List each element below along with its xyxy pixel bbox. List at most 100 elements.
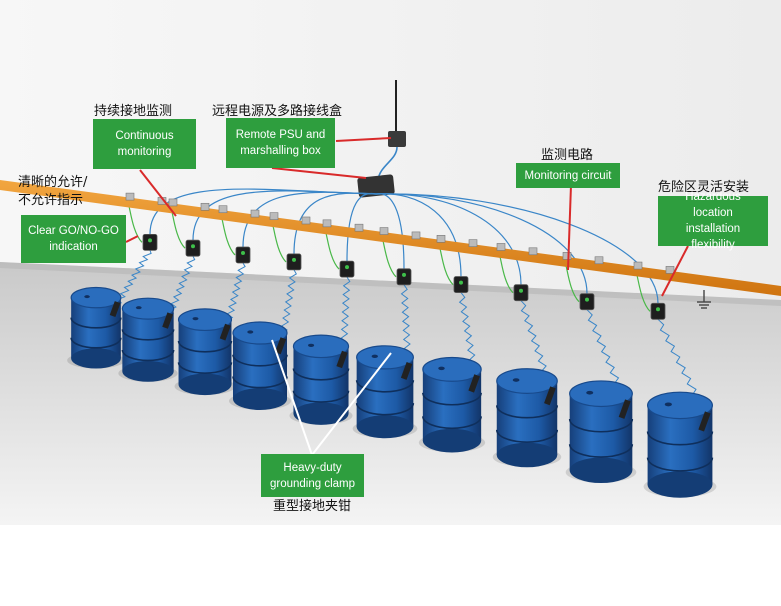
drum-rib <box>355 402 415 416</box>
drum <box>118 297 178 382</box>
drum <box>174 308 236 396</box>
drum-rib <box>568 444 634 458</box>
bar-connector <box>200 202 210 211</box>
clamp-pointer-lines <box>271 339 392 456</box>
drum-rib <box>355 380 415 393</box>
bar-connector <box>528 247 538 256</box>
drum-bottom <box>647 471 713 498</box>
drum-rib <box>177 362 233 374</box>
grounding-clamp <box>219 323 231 341</box>
remote-psu-box <box>388 131 406 147</box>
earth-ground-icon <box>697 290 711 309</box>
grounding-clamp <box>336 350 348 369</box>
coiled-cable <box>278 269 297 343</box>
label-clamp-cn: 重型接地夹钳 <box>273 499 352 514</box>
drum-bung <box>135 306 142 310</box>
drum-rib <box>568 418 634 433</box>
drum-rib <box>70 317 122 329</box>
drum-rib <box>121 329 175 341</box>
drums <box>67 286 717 498</box>
status-led <box>519 288 523 293</box>
status-led <box>345 265 349 270</box>
grounding-clamp <box>162 312 174 329</box>
drum <box>643 391 717 498</box>
go-nogo-indicator <box>286 253 302 271</box>
status-led <box>656 307 660 312</box>
drum-bottom <box>178 373 232 396</box>
status-led <box>191 244 195 249</box>
drum-lid <box>646 391 713 420</box>
callout-remote-psu: Remote PSU and marshalling box <box>226 118 335 168</box>
drum-bung <box>586 390 594 395</box>
grounding-clamp <box>618 399 631 419</box>
drum-bung <box>371 354 378 359</box>
grounding-clamp <box>544 386 556 406</box>
drum-lid <box>292 334 350 359</box>
label-monitoring-circuit-cn: 监测电路 <box>541 148 594 163</box>
drum-lid <box>569 380 633 408</box>
drum-rib <box>422 392 482 406</box>
drum-lid <box>121 297 175 320</box>
bar-connector <box>301 216 311 225</box>
bar-connector <box>633 261 643 270</box>
drum-lid <box>232 321 288 345</box>
label-hazardous-cn: 危险区灵活安装 <box>658 180 750 195</box>
bar-connector <box>468 239 478 247</box>
monitor-wire <box>346 192 377 262</box>
drum-rib <box>232 376 288 389</box>
drum <box>565 380 637 484</box>
bar-connector <box>354 223 364 232</box>
drum-rib <box>121 349 175 362</box>
drum-rib <box>495 405 559 419</box>
callout-grounding-clamp: Heavy-duty grounding clamp <box>261 454 364 497</box>
drum-bottom <box>422 428 482 453</box>
drum-rib <box>292 390 350 403</box>
ground-bus-bar <box>0 180 781 296</box>
drum-bung <box>438 366 445 371</box>
bar-connector <box>250 209 260 218</box>
drum-rib <box>646 457 714 472</box>
drum-lid <box>177 308 233 332</box>
drum-rib <box>70 337 122 349</box>
drum-lid <box>496 368 558 394</box>
status-led <box>459 280 463 285</box>
indicator-units <box>142 233 666 320</box>
drum-bung <box>308 343 315 347</box>
grounding-clamp <box>275 337 287 355</box>
bar-connectors <box>125 192 675 274</box>
status-led <box>402 272 406 277</box>
drum-rib <box>646 431 714 446</box>
drum-lid <box>422 356 482 382</box>
drum-bottom <box>71 348 121 369</box>
drum-bottom <box>233 388 287 410</box>
bar-connector <box>665 266 675 274</box>
bar-connector <box>436 235 446 243</box>
bar-connector <box>269 212 279 220</box>
status-led <box>292 257 296 262</box>
grounding-clamp <box>109 301 121 318</box>
coiled-cable <box>165 255 196 318</box>
bar-connector <box>218 205 228 214</box>
drum <box>352 345 418 439</box>
bar-connector <box>496 243 506 251</box>
drum <box>418 356 486 453</box>
drum-bung <box>247 330 254 334</box>
callout-monitoring-circuit: Monitoring circuit <box>516 163 620 188</box>
bar-connector <box>379 227 389 235</box>
drum-lid <box>70 286 122 309</box>
monitor-wire <box>293 192 377 254</box>
drum-bung <box>664 402 672 407</box>
coiled-cable <box>223 262 246 329</box>
drum-rib <box>232 354 288 367</box>
drum-rib <box>422 416 482 430</box>
drum <box>289 334 353 425</box>
drum-bottom <box>356 415 414 439</box>
drum <box>229 321 291 410</box>
bar-connector <box>594 256 604 265</box>
bar-connector <box>168 198 178 207</box>
grounding-clamp <box>468 374 480 393</box>
bar-connector <box>125 192 135 201</box>
drum-rib <box>292 368 350 381</box>
go-nogo-indicator <box>185 239 201 257</box>
